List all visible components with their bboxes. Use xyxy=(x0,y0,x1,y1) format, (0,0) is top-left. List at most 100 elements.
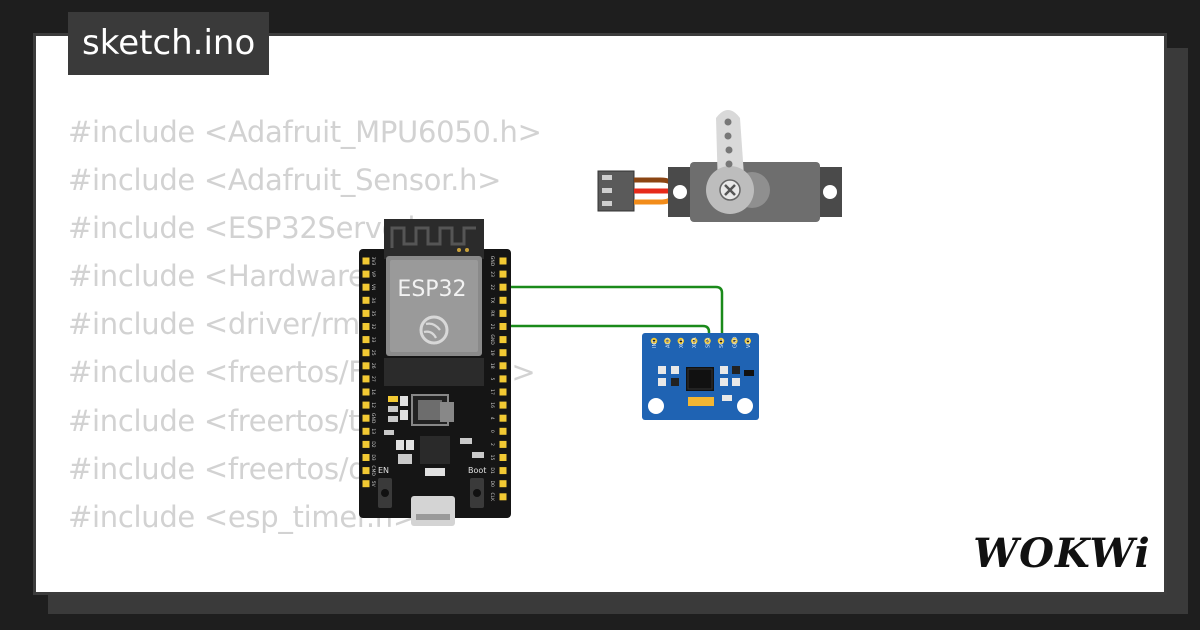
mounting-hole xyxy=(648,398,664,414)
esp32-pin[interactable] xyxy=(499,454,507,461)
pin-hole xyxy=(692,339,696,343)
esp32-pin[interactable] xyxy=(499,388,507,396)
esp32-pin[interactable] xyxy=(362,388,370,396)
esp32-pin-label: VP xyxy=(370,271,376,277)
code-preview: #include <Adafruit_MPU6050.h> #include <… xyxy=(68,108,542,592)
esp32-pin[interactable] xyxy=(499,480,507,488)
esp32-pin[interactable] xyxy=(499,309,507,317)
servo-motor[interactable] xyxy=(597,110,842,222)
esp32-pin[interactable] xyxy=(499,414,507,422)
esp32-pin-label: 25 xyxy=(370,350,376,356)
esp32-pin[interactable] xyxy=(362,375,370,383)
esp32-pin[interactable] xyxy=(499,375,507,383)
pin-hole xyxy=(719,339,723,343)
esp32-pin-label: 5 xyxy=(489,377,495,380)
esp32-pin-label: 12 xyxy=(370,402,376,408)
esp32-pin[interactable] xyxy=(362,323,370,330)
esp32-pin-label: 32 xyxy=(370,324,376,330)
esp32-pin-label: VN xyxy=(370,284,376,290)
esp32-pin-label: 4 xyxy=(489,417,495,420)
code-line: #include <Adafruit_Sensor.h> xyxy=(68,163,502,198)
mpu6050-pin-label: XCL xyxy=(679,338,685,348)
wire-sda xyxy=(503,324,711,341)
esp32-pin[interactable] xyxy=(499,440,507,448)
esp32-pin-label: 23 xyxy=(489,271,495,277)
pin-hole xyxy=(706,339,709,343)
esp32-pin[interactable] xyxy=(499,257,507,265)
esp32-pin[interactable] xyxy=(362,283,370,291)
esp32-pin-label: D2 xyxy=(370,441,376,447)
pin-hole xyxy=(666,339,669,343)
mpu6050-pin-label: AD0 xyxy=(665,338,671,348)
pin-hole xyxy=(679,339,683,343)
esp32-pin[interactable] xyxy=(362,257,370,265)
esp32-pin-label: 15 xyxy=(489,455,495,461)
esp32-label: ESP32 xyxy=(397,277,466,302)
file-tab[interactable]: sketch.ino xyxy=(68,12,270,75)
wokwi-logo-text: WOKWi xyxy=(975,530,1150,577)
esp32-pin-label: 33 xyxy=(370,337,376,343)
code-line: #include <Adafruit_MPU6050.h> xyxy=(68,115,542,149)
esp32-pin-label: 26 xyxy=(370,363,376,369)
esp32-pin-label: 19 xyxy=(489,350,495,356)
mpu6050-pin-label: INT xyxy=(652,339,658,348)
esp32-pin-label: 0 xyxy=(489,430,495,433)
esp32-pin[interactable] xyxy=(362,467,370,475)
esp32-pin-label: 3V3 xyxy=(370,257,376,266)
esp32-pin[interactable] xyxy=(362,427,370,435)
esp32-pin[interactable] xyxy=(362,270,370,278)
esp32-pin[interactable] xyxy=(362,440,370,448)
mpu6050-pin-label: VCC xyxy=(746,337,752,348)
esp32-pin-label: 13 xyxy=(370,428,376,434)
esp32-pin[interactable] xyxy=(362,296,370,304)
esp32-pin-label: CMD xyxy=(370,465,376,476)
esp32-pin[interactable] xyxy=(499,349,507,357)
esp32-pin-label: CLK xyxy=(489,492,495,502)
wokwi-logo: WOKWi xyxy=(975,530,1150,577)
mpu6050-pin-label: SCL xyxy=(719,338,725,348)
esp32-pin-label: 22 xyxy=(489,284,495,290)
project-preview-card[interactable]: #include <Adafruit_MPU6050.h> #include <… xyxy=(33,33,1167,595)
esp32-pin-label: 17 xyxy=(489,389,495,395)
esp32-pin-label: GND xyxy=(370,413,376,424)
esp32-pin[interactable] xyxy=(362,336,370,344)
esp32-pin-label: TX xyxy=(489,296,495,303)
esp32-pin-label: D3 xyxy=(370,454,376,460)
esp32-pin[interactable] xyxy=(362,480,370,488)
mpu6050-chip xyxy=(686,367,714,391)
mpu6050-pin-label: XDA xyxy=(692,337,698,348)
esp32-pin-label: 21 xyxy=(489,324,495,330)
esp32-pin-label: 35 xyxy=(370,311,376,317)
esp32-pin-label: 2 xyxy=(489,443,495,446)
esp32-pin[interactable] xyxy=(362,414,370,422)
esp32-pin[interactable] xyxy=(499,401,507,409)
esp32-pin-label: 5V xyxy=(370,481,376,488)
esp32-pin[interactable] xyxy=(499,323,507,330)
espressif-logo-icon xyxy=(419,315,449,345)
esp32-pin[interactable] xyxy=(362,401,370,409)
esp32-pin[interactable] xyxy=(499,493,507,501)
esp32-pin-label: 16 xyxy=(489,402,495,408)
esp32-pin[interactable] xyxy=(499,283,507,291)
esp32-pin-label: 14 xyxy=(370,389,376,395)
esp32-pin[interactable] xyxy=(362,454,370,461)
esp32-pin[interactable] xyxy=(499,270,507,278)
esp32-pin[interactable] xyxy=(499,362,507,370)
esp32-pin[interactable] xyxy=(499,296,507,304)
wire-scl xyxy=(503,285,724,341)
esp32-pin-label: RX xyxy=(489,310,495,316)
esp32-pin[interactable] xyxy=(499,467,507,475)
pin-hole xyxy=(746,339,750,343)
esp32-pin[interactable] xyxy=(499,427,507,435)
boot-label: Boot xyxy=(468,466,486,475)
esp32-pin[interactable] xyxy=(362,309,370,317)
esp32-pin[interactable] xyxy=(499,336,507,344)
esp32-pin[interactable] xyxy=(362,349,370,357)
esp32-pin[interactable] xyxy=(362,362,370,370)
